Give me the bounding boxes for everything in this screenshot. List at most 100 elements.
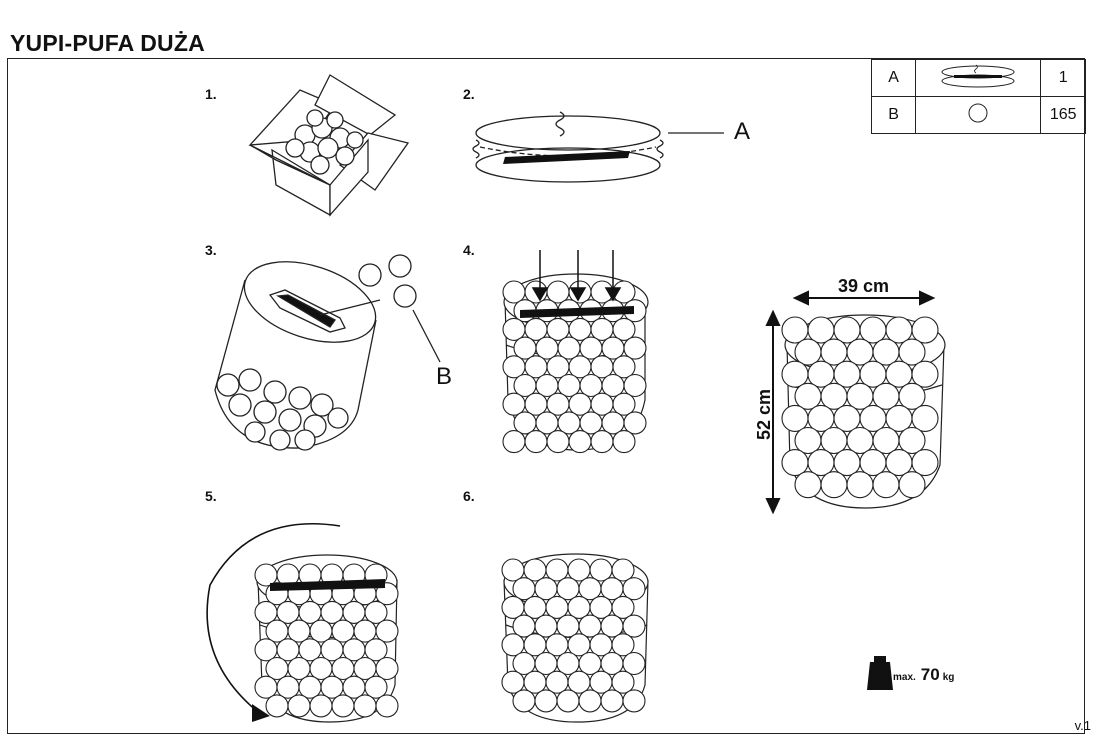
ball [820, 338, 848, 366]
ball [885, 404, 913, 432]
ball [512, 689, 536, 713]
ball [820, 471, 848, 499]
ball [600, 689, 624, 713]
ball [898, 382, 926, 410]
step-number-1: 1. [205, 86, 217, 102]
max-load-unit: kg [942, 672, 955, 683]
ball [846, 338, 874, 366]
ball [375, 619, 399, 643]
ball [375, 694, 399, 718]
ball [794, 382, 822, 410]
ball [364, 638, 388, 662]
ball [911, 449, 939, 477]
weight-icon [867, 656, 893, 690]
max-load-value: 70 [920, 665, 940, 684]
ball [872, 382, 900, 410]
ball-icon [915, 96, 1042, 134]
ball [911, 404, 939, 432]
ball [623, 411, 647, 435]
ball [502, 430, 526, 454]
parts-row-b: B 165 [870, 96, 1086, 134]
ball [612, 392, 636, 416]
ball [623, 373, 647, 398]
ball [833, 316, 861, 344]
ball [622, 689, 646, 713]
step-number-5: 5. [205, 488, 217, 504]
ball [265, 694, 289, 718]
ball [612, 355, 636, 379]
ball [622, 614, 646, 638]
ball [364, 675, 388, 699]
ball [612, 317, 636, 341]
step-number-3: 3. [205, 242, 217, 258]
ball [859, 404, 887, 432]
part-qty-b: 165 [1040, 96, 1086, 134]
ball [807, 360, 835, 388]
ball [911, 316, 939, 344]
ball [309, 694, 333, 718]
ball [546, 430, 570, 454]
ball [833, 449, 861, 477]
step-number-6: 6. [463, 488, 475, 504]
cover-lid-icon [915, 59, 1042, 97]
ball [859, 360, 887, 388]
step4-press-arrows [531, 250, 622, 302]
ball [287, 694, 311, 718]
ball [375, 582, 399, 606]
ball [807, 404, 835, 432]
part-id-b: B [870, 96, 917, 134]
ball [794, 471, 822, 499]
ball [578, 689, 602, 713]
ball [859, 449, 887, 477]
step4-strap [520, 306, 634, 318]
ball [375, 656, 399, 681]
ball [611, 670, 635, 694]
ball [859, 316, 887, 344]
ball [781, 404, 809, 432]
ball [781, 449, 809, 477]
ball [885, 449, 913, 477]
version-label: v.1 [1074, 718, 1091, 733]
ball [568, 430, 592, 454]
parts-table: A 1 B 165 [870, 59, 1086, 134]
ball [781, 360, 809, 388]
ball [833, 360, 861, 388]
ball [833, 404, 861, 432]
ball [524, 430, 548, 454]
step4-balls [502, 280, 647, 454]
ball [611, 633, 635, 657]
ball [846, 471, 874, 499]
ball [846, 382, 874, 410]
step-number-2: 2. [463, 86, 475, 102]
ball [556, 689, 580, 713]
ball [331, 694, 355, 718]
height-dimension-label: 52 cm [754, 388, 774, 440]
step5-rotate-arrowhead [252, 704, 270, 722]
part-id-a: A [870, 59, 917, 97]
step3-filling-illustration [214, 254, 441, 451]
ball [353, 694, 377, 718]
ball [898, 338, 926, 366]
ball [885, 316, 913, 344]
ball [794, 338, 822, 366]
ball [623, 336, 647, 360]
ball [872, 426, 900, 455]
ball [590, 430, 614, 454]
ball [807, 316, 835, 344]
max-load-prefix: max. [893, 672, 916, 683]
step2-lid-illustration [472, 111, 724, 183]
width-dimension-label: 39 cm [838, 276, 890, 296]
callout-label-b: B [436, 363, 453, 390]
height-dimension-arrow [765, 309, 781, 515]
step5-strap [270, 579, 385, 591]
ball [898, 471, 926, 499]
ball [781, 316, 809, 344]
step5-rotate-arrow [206, 522, 341, 713]
instruction-frame [7, 58, 1085, 734]
ball [846, 426, 874, 455]
ball [820, 382, 848, 410]
ball [885, 360, 913, 388]
ball [794, 426, 822, 455]
